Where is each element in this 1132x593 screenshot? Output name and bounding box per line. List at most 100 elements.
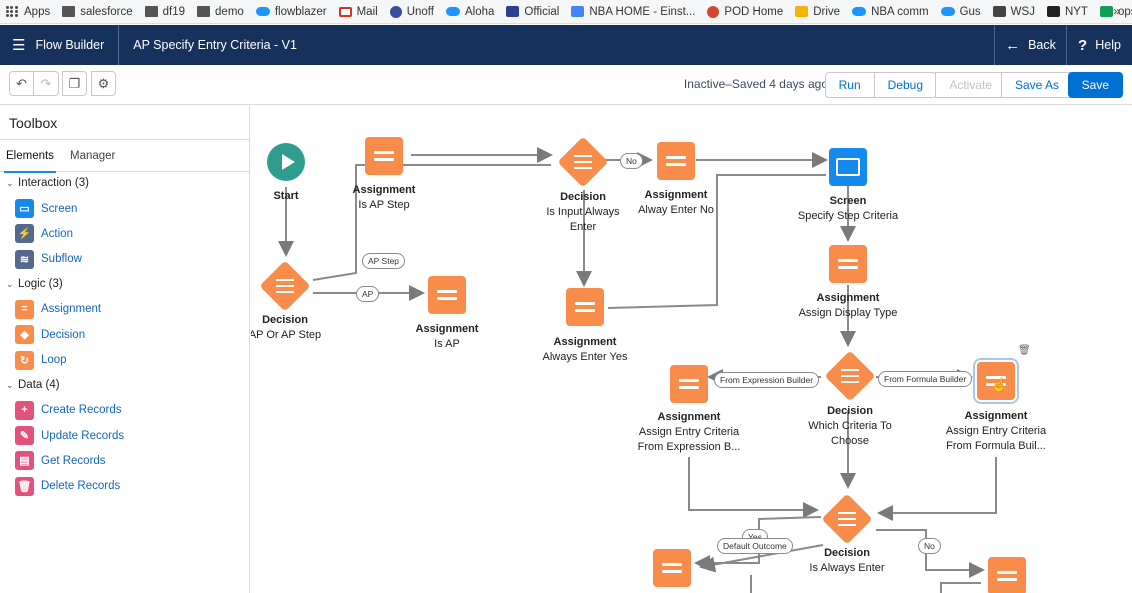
bookmark-item[interactable]: demo bbox=[197, 6, 244, 18]
undo-button[interactable]: ↶ bbox=[9, 71, 34, 96]
toolbox-item-loop[interactable]: ↻Loop bbox=[15, 350, 67, 370]
toolbox-item-decision[interactable]: ◆Decision bbox=[15, 325, 86, 345]
bookmark-item[interactable]: Apps bbox=[6, 5, 50, 18]
toolbox-item-label: Update Records bbox=[41, 429, 125, 442]
assignment-node-bottom-right[interactable] bbox=[988, 557, 1026, 593]
assignment-node-entry-expression[interactable] bbox=[670, 365, 708, 403]
redo-button[interactable]: ↷ bbox=[34, 71, 59, 96]
connector-expression-down bbox=[688, 457, 819, 518]
assignment-node-is-ap[interactable] bbox=[428, 276, 466, 314]
app-menu[interactable]: ☰ Flow Builder bbox=[0, 25, 120, 65]
app-header: ☰ Flow Builder AP Specify Entry Criteria… bbox=[0, 25, 1132, 65]
bookmark-item[interactable]: NBA comm bbox=[852, 6, 929, 18]
assignment-node-always-no[interactable] bbox=[657, 142, 695, 180]
bookmark-label: Gus bbox=[959, 5, 981, 18]
connector-label-ap[interactable]: AP bbox=[356, 286, 380, 302]
copy-button[interactable]: ❐ bbox=[62, 71, 87, 96]
toolbox-item-assignment[interactable]: =Assignment bbox=[15, 299, 101, 319]
decision-node-ap-or-ap-step[interactable] bbox=[259, 260, 311, 312]
bookmark-label: WSJ bbox=[1010, 5, 1035, 18]
toolbox-section-header[interactable]: ⌄Interaction (3) bbox=[6, 177, 89, 189]
bookmark-item[interactable]: Gus bbox=[940, 5, 981, 18]
toolbox-item-label: Get Records bbox=[41, 454, 106, 467]
toolbox-item-label: Action bbox=[41, 227, 73, 240]
bookmark-label: POD Home bbox=[724, 5, 784, 18]
assignment-node-display-type[interactable] bbox=[829, 245, 867, 283]
run-button[interactable]: Run bbox=[824, 72, 875, 98]
bookmark-item[interactable]: Unoff bbox=[389, 5, 434, 18]
decision-node-input-always[interactable] bbox=[557, 136, 609, 188]
apps-grid-icon bbox=[6, 5, 18, 18]
bookmark-item[interactable]: ops bbox=[1099, 6, 1132, 18]
back-button[interactable]: ← Back bbox=[994, 25, 1066, 65]
settings-button[interactable]: ⚙ bbox=[91, 71, 116, 96]
decision-node-which-criteria[interactable] bbox=[824, 350, 876, 402]
node-sub: Is AP Step bbox=[358, 199, 410, 211]
toolbox-item-create-records[interactable]: +Create Records bbox=[15, 400, 122, 420]
bookmark-item[interactable]: Mail bbox=[338, 5, 378, 18]
screen-node-specify-step[interactable] bbox=[829, 148, 867, 186]
bookmark-item[interactable]: NBA HOME - Einst... bbox=[571, 6, 695, 18]
help-button[interactable]: ? Help bbox=[1066, 25, 1132, 65]
toolbox-item-label: Decision bbox=[41, 328, 86, 341]
question-icon: ? bbox=[1078, 36, 1088, 54]
node-title: Decision bbox=[827, 405, 873, 417]
decision-node-is-always-enter[interactable] bbox=[821, 493, 873, 545]
connector-label-no-1[interactable]: No bbox=[620, 153, 643, 169]
debug-button[interactable]: Debug bbox=[874, 72, 937, 98]
connector-no-2-down bbox=[940, 582, 981, 593]
bookmark-item[interactable]: salesforce bbox=[62, 6, 133, 18]
doc-icon bbox=[571, 6, 585, 17]
start-node[interactable] bbox=[267, 143, 305, 181]
bookmark-item[interactable]: flowblazer bbox=[255, 6, 327, 18]
gmail-icon bbox=[338, 6, 352, 17]
folder-icon bbox=[144, 6, 158, 17]
node-sub: Assign Entry Criteria bbox=[945, 425, 1047, 437]
connector-label-ap-step[interactable]: AP Step bbox=[362, 253, 406, 269]
bookmark-item[interactable]: WSJ bbox=[992, 5, 1035, 18]
toolbox-item-delete-records[interactable]: 🗑Delete Records bbox=[15, 476, 121, 496]
bookmark-label: NYT bbox=[1064, 5, 1088, 18]
toolbox-title: Toolbox bbox=[9, 115, 58, 131]
toolbox-item-get-records[interactable]: ▤Get Records bbox=[15, 451, 106, 471]
toolbox-item-screen[interactable]: ▭Screen bbox=[15, 199, 77, 218]
assignment-node-is-ap-step[interactable] bbox=[365, 137, 403, 175]
assignment-node-always-yes[interactable] bbox=[566, 288, 604, 326]
tab-elements[interactable]: Elements bbox=[4, 150, 56, 173]
undo-icon: ↶ bbox=[16, 75, 27, 91]
toolbox-item-label: Create Records bbox=[41, 404, 122, 417]
tab-manager[interactable]: Manager bbox=[70, 150, 116, 162]
loop-icon: ↻ bbox=[15, 350, 34, 370]
bookmark-label: Mail bbox=[356, 5, 378, 18]
toolbox-item-subflow[interactable]: ≋Subflow bbox=[15, 249, 82, 269]
toolbox-section-header[interactable]: ⌄Data (4) bbox=[6, 379, 60, 391]
bookmark-item[interactable]: Drive bbox=[795, 6, 840, 18]
toolbox-section-header[interactable]: ⌄Logic (3) bbox=[6, 278, 63, 290]
bookmark-item[interactable]: Aloha bbox=[445, 6, 494, 18]
bookmarks-more-icon[interactable]: » bbox=[1113, 4, 1120, 18]
bookmark-label: df19 bbox=[162, 5, 186, 18]
start-title: Start bbox=[273, 190, 299, 202]
bookmark-item[interactable]: Official bbox=[506, 6, 559, 18]
trash-icon[interactable]: 🗑 bbox=[1018, 345, 1031, 356]
bookmark-item[interactable]: POD Home bbox=[707, 5, 784, 18]
decision-label-is-always-enter: Decision Is Always Enter bbox=[797, 546, 897, 576]
save-button[interactable]: Save bbox=[1067, 72, 1123, 98]
connector-label-from-expression[interactable]: From Expression Builder bbox=[714, 372, 820, 388]
connector-label-default-outcome[interactable]: Default Outcome bbox=[717, 538, 793, 554]
assignment-node-entry-formula[interactable] bbox=[977, 362, 1015, 400]
connector-label-from-formula[interactable]: From Formula Builder bbox=[878, 371, 973, 387]
assignment-node-bottom-left[interactable] bbox=[653, 549, 691, 587]
toolbox-item-label: Delete Records bbox=[41, 480, 121, 493]
flow-canvas[interactable]: Start Assignment Is AP Step Decision AP … bbox=[251, 105, 1132, 593]
toolbox-item-action[interactable]: ⚡Action bbox=[15, 224, 73, 244]
bookmark-item[interactable]: NYT bbox=[1046, 5, 1088, 18]
bookmark-item[interactable]: df19 bbox=[144, 5, 186, 18]
back-label: Back bbox=[1028, 38, 1056, 52]
save-as-button[interactable]: Save As bbox=[1000, 72, 1073, 98]
connector-label-no-2[interactable]: No bbox=[918, 538, 941, 554]
toolbox-item-update-records[interactable]: ✎Update Records bbox=[15, 426, 125, 446]
bookmark-label: NBA HOME - Einst... bbox=[589, 5, 696, 18]
activate-button[interactable]: Activate bbox=[935, 72, 1006, 98]
cloud-icon bbox=[940, 7, 955, 16]
